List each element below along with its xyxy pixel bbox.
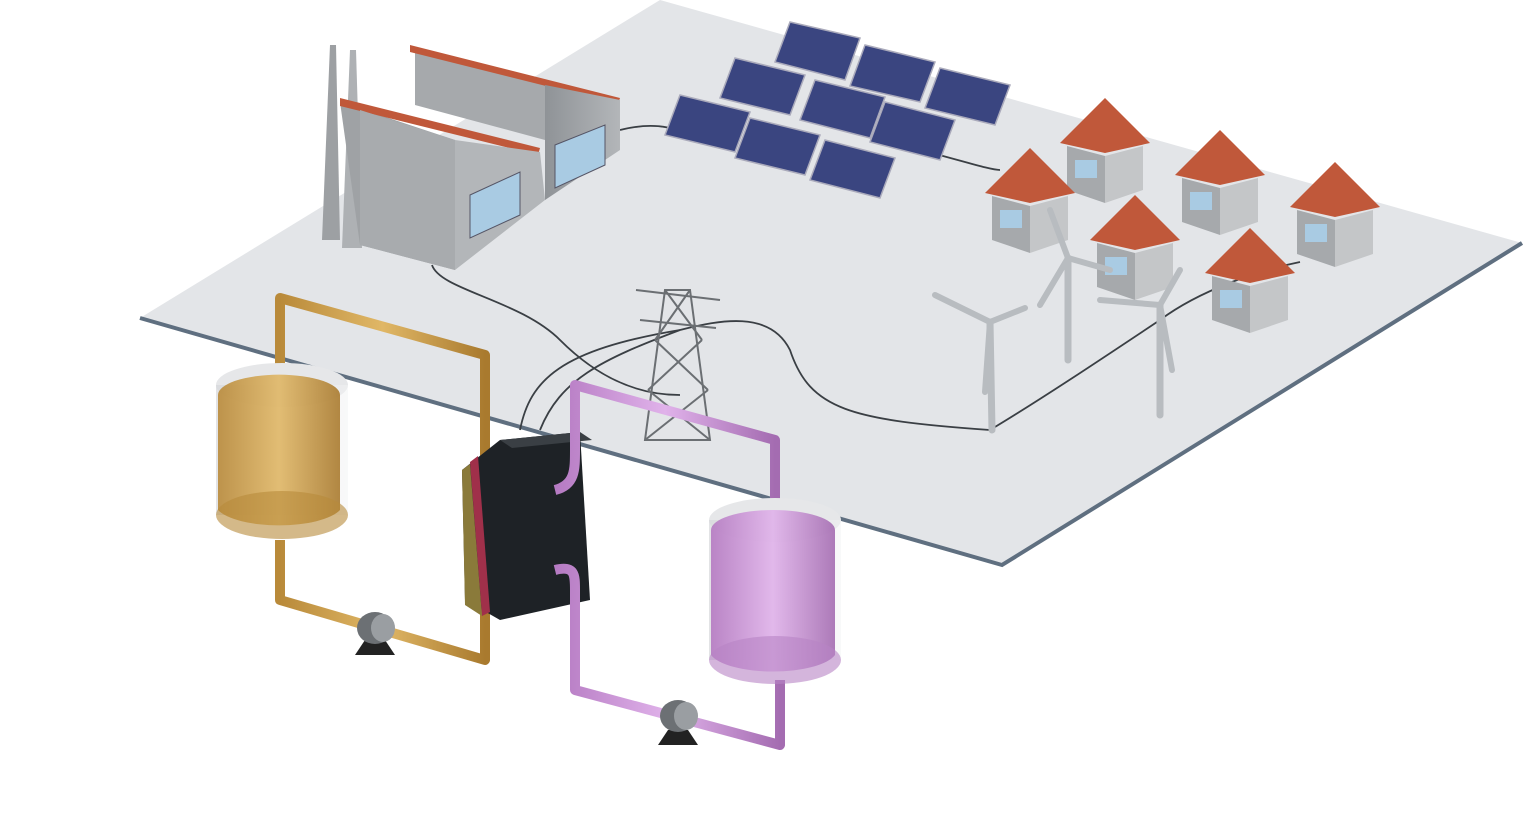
factory-icon [322,45,620,270]
solar-panel-icon [774,21,861,81]
houses [985,98,1380,333]
pump-icon [658,700,698,745]
catholyte-circuit [553,380,785,750]
solar-panel-icon [869,101,956,161]
solar-array [664,21,1011,199]
house-icon [1205,228,1295,333]
solar-panel-icon [719,57,806,116]
tank-icon [216,363,348,539]
wind-turbine-icon [1037,207,1113,364]
solar-panel-icon [849,44,936,103]
wind-turbine-icon [932,292,1028,434]
solar-panel-icon [734,117,821,176]
transmission-tower-icon [635,289,721,441]
wind-turbine-icon [1097,267,1183,419]
house-icon [1290,162,1380,267]
solar-panel-icon [809,139,896,199]
wind-turbines [932,207,1183,434]
solar-panel-icon [924,67,1011,126]
solar-panel-icon [664,94,751,153]
house-icon [1175,130,1265,235]
house-icon [1060,98,1150,203]
tank-icon [709,498,841,684]
solar-panel-icon [799,79,886,139]
pump-icon [355,612,395,655]
